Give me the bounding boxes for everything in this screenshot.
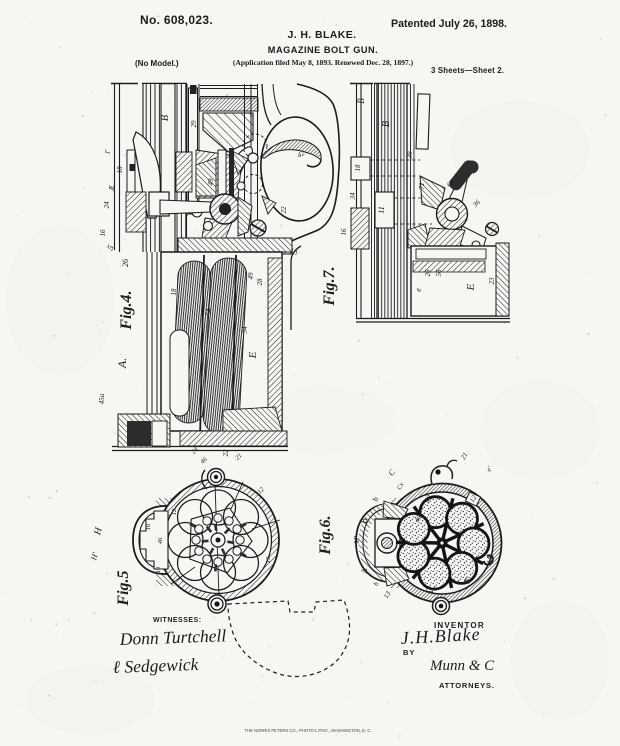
- svg-text:Patented July 26, 1898.: Patented July 26, 1898.: [391, 18, 507, 30]
- svg-text:18: 18: [170, 288, 178, 296]
- svg-text:26: 26: [424, 269, 432, 277]
- svg-text:Fig.6.: Fig.6.: [317, 515, 334, 555]
- svg-text:M': M': [353, 536, 361, 545]
- svg-text:18: 18: [354, 164, 362, 172]
- svg-text:Donn Turtchell: Donn Turtchell: [118, 625, 226, 649]
- svg-text:ℓ Sedgewick: ℓ Sedgewick: [112, 654, 199, 677]
- svg-text:40: 40: [413, 514, 424, 524]
- svg-text:45a: 45a: [98, 393, 106, 404]
- svg-text:12: 12: [171, 508, 178, 515]
- svg-text:26: 26: [121, 259, 130, 267]
- svg-text:10: 10: [155, 566, 162, 573]
- svg-text:THE NORRIS PETERS CO., PHOTO-L: THE NORRIS PETERS CO., PHOTO-LITHO., WAS…: [244, 728, 371, 733]
- svg-text:E: E: [461, 575, 473, 586]
- svg-text:28: 28: [256, 278, 264, 286]
- svg-text:49: 49: [247, 272, 255, 280]
- svg-text:(No Model.): (No Model.): [135, 59, 179, 68]
- svg-text:49: 49: [207, 178, 215, 186]
- svg-text:E: E: [465, 283, 477, 291]
- svg-text:5: 5: [105, 243, 116, 252]
- svg-text:B: B: [381, 121, 392, 127]
- svg-text:18: 18: [116, 166, 124, 174]
- svg-text:C: C: [387, 468, 398, 478]
- svg-text:J. H. BLAKE.: J. H. BLAKE.: [288, 29, 357, 41]
- svg-text:34: 34: [241, 326, 249, 335]
- svg-text:A': A': [360, 566, 369, 574]
- svg-text:D: D: [425, 586, 435, 594]
- svg-text:B: B: [160, 115, 171, 121]
- svg-text:J': J': [104, 149, 112, 154]
- svg-text:34: 34: [349, 192, 357, 201]
- svg-text:Cx: Cx: [396, 481, 406, 491]
- svg-text:14: 14: [486, 556, 494, 564]
- svg-text:H: H: [92, 526, 105, 538]
- svg-text:39: 39: [406, 151, 414, 160]
- svg-text:56: 56: [435, 269, 443, 277]
- svg-text:Æ: Æ: [108, 184, 116, 192]
- svg-text:5: 5: [289, 247, 300, 256]
- svg-text:3 Sheets—Sheet 2.: 3 Sheets—Sheet 2.: [431, 66, 504, 75]
- svg-text:B: B: [356, 98, 366, 104]
- svg-text:Fig.5: Fig.5: [115, 570, 132, 606]
- svg-text:Munn & C: Munn & C: [429, 658, 495, 674]
- svg-text:24: 24: [103, 201, 111, 209]
- svg-text:H': H': [89, 551, 100, 562]
- svg-text:19: 19: [265, 556, 272, 563]
- svg-text:16: 16: [145, 523, 152, 530]
- svg-text:A.: A.: [115, 358, 129, 369]
- svg-text:h: h: [372, 580, 381, 587]
- svg-text:BY: BY: [403, 648, 415, 657]
- svg-text:12: 12: [468, 494, 479, 504]
- svg-text:29: 29: [190, 120, 198, 128]
- svg-text:13: 13: [382, 590, 393, 600]
- svg-text:ATTORNEYS.: ATTORNEYS.: [439, 681, 495, 690]
- svg-text:16: 16: [340, 228, 348, 236]
- svg-text:36: 36: [471, 198, 483, 210]
- svg-text:21: 21: [234, 452, 244, 462]
- svg-text:68: 68: [445, 178, 456, 189]
- svg-text:E: E: [247, 351, 259, 359]
- svg-text:54: 54: [205, 308, 213, 316]
- svg-text:12: 12: [256, 486, 266, 496]
- svg-text:B: B: [359, 518, 369, 524]
- svg-text:21: 21: [459, 451, 469, 461]
- svg-text:42: 42: [296, 149, 306, 160]
- svg-text:46: 46: [199, 456, 209, 466]
- svg-text:(Application filed May 8, 1893: (Application filed May 8, 1893. Renewed …: [233, 58, 414, 67]
- svg-text:e': e': [485, 465, 494, 473]
- svg-text:23: 23: [488, 277, 496, 285]
- svg-text:11: 11: [377, 206, 386, 213]
- svg-text:e: e: [414, 288, 423, 292]
- svg-text:24: 24: [190, 446, 200, 456]
- svg-text:46: 46: [157, 537, 164, 544]
- svg-text:22: 22: [280, 206, 288, 214]
- svg-text:71: 71: [418, 183, 426, 190]
- svg-text:J.H.Blake: J.H.Blake: [400, 624, 481, 648]
- svg-text:MAGAZINE BOLT GUN.: MAGAZINE BOLT GUN.: [268, 45, 378, 55]
- svg-text:Fig.7.: Fig.7.: [321, 266, 338, 306]
- svg-text:b: b: [371, 496, 381, 502]
- svg-text:49: 49: [423, 494, 434, 504]
- svg-text:22: 22: [222, 449, 230, 457]
- svg-text:WITNESSES:: WITNESSES:: [153, 617, 202, 624]
- svg-text:No. 608,023.: No. 608,023.: [140, 13, 213, 27]
- svg-text:16: 16: [99, 229, 107, 237]
- svg-text:INVENTOR: INVENTOR: [434, 621, 485, 630]
- svg-text:Fig.4.: Fig.4.: [118, 290, 135, 330]
